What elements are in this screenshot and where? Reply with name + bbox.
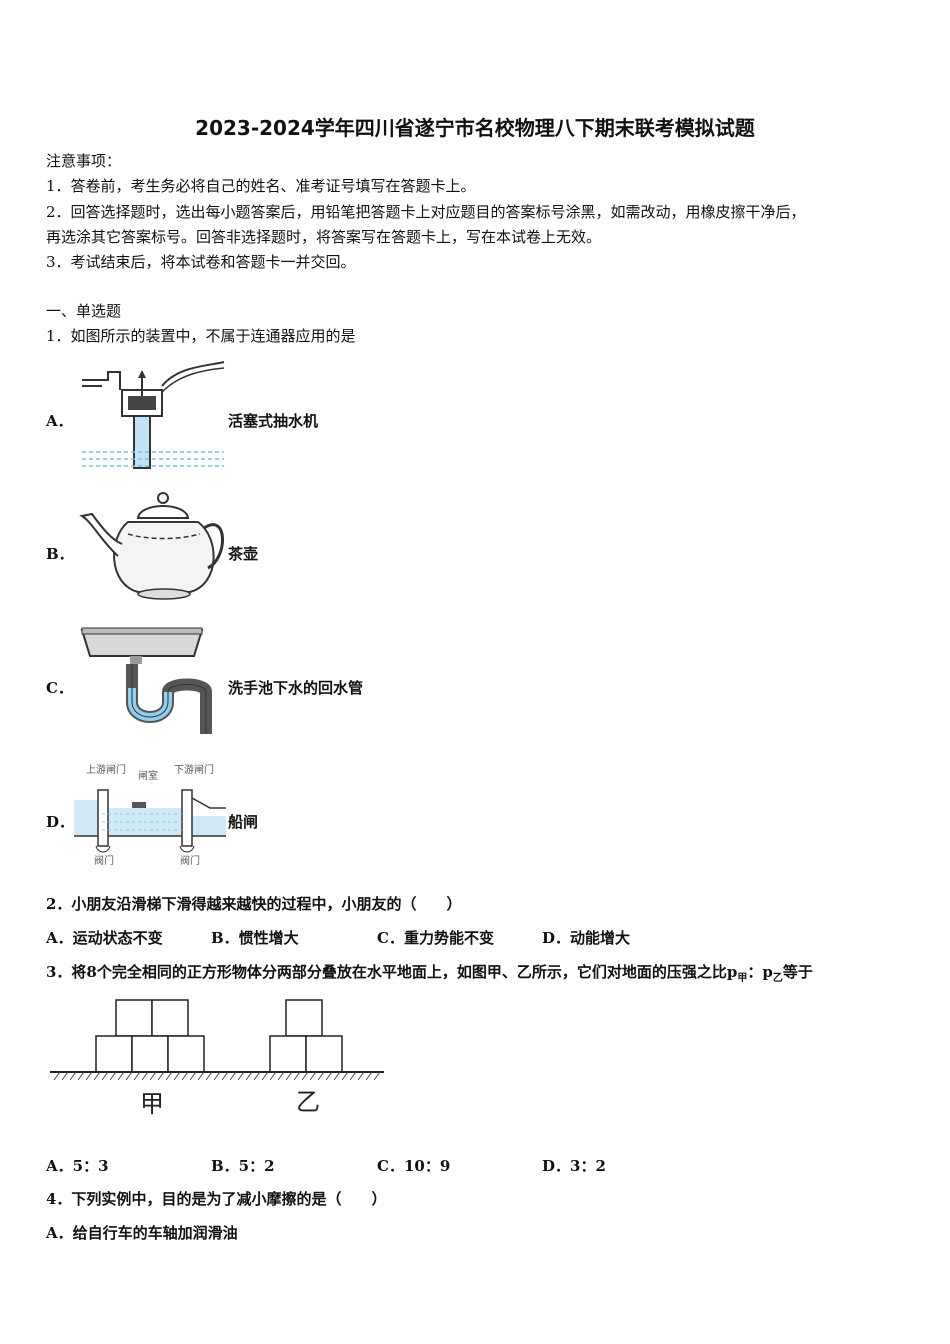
sink-trap-figure (80, 627, 212, 734)
lock-label-chamber: 闸室 (138, 769, 158, 782)
q4-choice-a[interactable]: A．给自行车的车轴加润滑油 (46, 1224, 238, 1242)
q3-choice-c[interactable]: C．10：9 (377, 1157, 451, 1175)
q3-stem-mid: ：p (747, 963, 773, 981)
q2-choice-a[interactable]: A．运动状态不变 (46, 929, 163, 947)
q3-choice-d[interactable]: D．3：2 (542, 1157, 606, 1175)
notes-heading: 注意事项： (46, 152, 122, 170)
ship-lock-figure: 上游闸门 闸室 下游闸门 阀门 阀门 (74, 763, 226, 867)
note-item-1: 1．答卷前，考生务必将自己的姓名、准考证号填写在答题卡上。 (46, 177, 476, 195)
q3-sub-yi: 乙 (772, 973, 783, 984)
fig-label-jia: 甲 (140, 1090, 164, 1118)
q1-stem: 1．如图所示的装置中，不属于连通器应用的是 (46, 327, 356, 345)
lock-label-valve-right: 阀门 (180, 854, 200, 867)
q2-choice-d[interactable]: D．动能增大 (542, 929, 631, 947)
page-title: 2023-2024学年四川省遂宁市名校物理八下期末联考模拟试题 (195, 116, 755, 140)
section-heading: 一、单选题 (46, 302, 122, 320)
q1-option-d-text: 船闸 (228, 813, 259, 831)
note-item-3: 3．考试结束后，将本试卷和答题卡一并交回。 (46, 253, 356, 271)
lock-label-lower-gate: 下游闸门 (174, 763, 214, 776)
lock-label-upper-gate: 上游闸门 (86, 763, 126, 776)
q3-choice-b[interactable]: B．5：2 (211, 1157, 275, 1175)
q3-sub-jia: 甲 (737, 973, 748, 984)
stacked-cubes-figure: 甲 乙 (50, 999, 384, 1118)
q2-stem: 2．小朋友沿滑梯下滑得越来越快的过程中，小朋友的（ ） (46, 895, 462, 913)
piston-pump-figure (82, 361, 225, 469)
q4-stem: 4．下列实例中，目的是为了减小摩擦的是（ ） (46, 1190, 387, 1208)
q3-stem-tail: 等于 (782, 963, 813, 981)
q3-choice-a[interactable]: A．5：3 (46, 1157, 109, 1175)
teapot-figure (79, 492, 224, 600)
q1-option-b-text: 茶壶 (228, 545, 259, 563)
q1-option-c-text: 洗手池下水的回水管 (228, 679, 364, 697)
q3-stem-main: 3．将8个完全相同的正方形物体分两部分叠放在水平地面上，如图甲、乙所示，它们对地… (46, 963, 738, 981)
q2-choice-b[interactable]: B．惯性增大 (211, 929, 299, 947)
q1-option-b-letter[interactable]: B． (46, 545, 74, 563)
q1-option-d-letter[interactable]: D． (46, 813, 75, 831)
q1-option-a-text: 活塞式抽水机 (228, 412, 319, 430)
fig-label-yi: 乙 (296, 1088, 320, 1116)
q1-option-c-letter[interactable]: C． (46, 679, 73, 697)
note-item-2-cont: 再选涂其它答案标号。回答非选择题时，将答案写在答题卡上，写在本试卷上无效。 (46, 228, 602, 246)
lock-label-valve-left: 阀门 (94, 854, 114, 867)
note-item-2: 2．回答选择题时，选出每小题答案后，用铅笔把答题卡上对应题目的答案标号涂黑，如需… (46, 203, 806, 221)
q2-choice-c[interactable]: C．重力势能不变 (377, 929, 494, 947)
q3-stem: 3．将8个完全相同的正方形物体分两部分叠放在水平地面上，如图甲、乙所示，它们对地… (46, 961, 813, 990)
q1-option-a-letter[interactable]: A． (46, 412, 73, 430)
